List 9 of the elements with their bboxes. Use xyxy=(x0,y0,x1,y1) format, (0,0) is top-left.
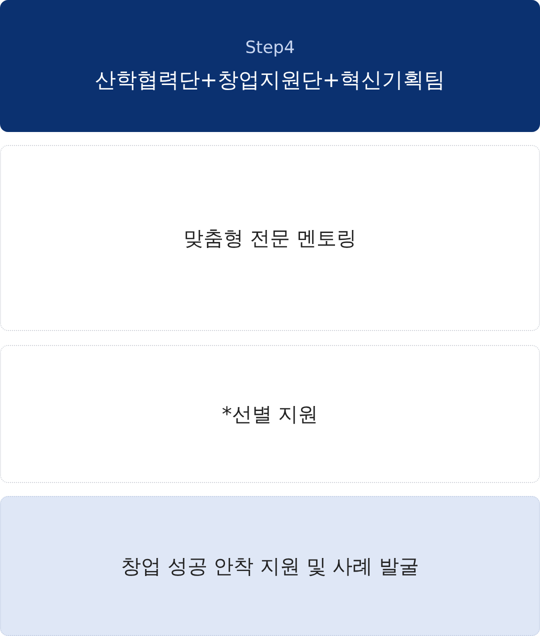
highlight-panel xyxy=(0,496,540,636)
panel-title: 산학협력단+창업지원단+혁신기획팀 xyxy=(94,67,446,94)
content-panel xyxy=(0,145,540,331)
panel-title: 맞춤형 전문 멘토링 xyxy=(184,224,356,252)
content-panel xyxy=(0,345,540,483)
panel-title: *선별 지원 xyxy=(222,400,318,428)
step-label: Step4 xyxy=(245,38,295,58)
panel-title: 창업 성공 안착 지원 및 사례 발굴 xyxy=(120,552,420,580)
header-panel xyxy=(0,0,540,132)
